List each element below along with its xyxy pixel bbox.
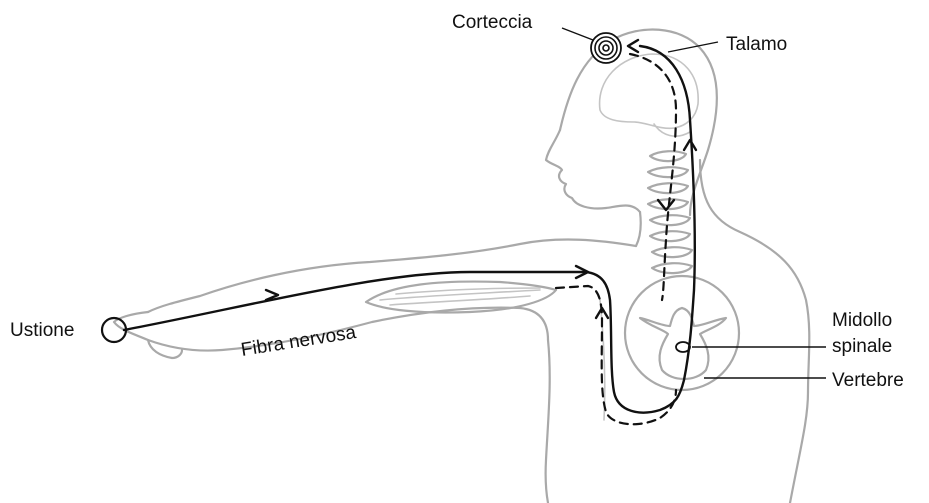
- vertebra-5: [650, 215, 690, 225]
- magnifier-circle: [625, 276, 739, 390]
- spinal-cord-label-line2: spinale: [832, 336, 892, 357]
- spinal-column: [648, 151, 692, 273]
- thalamus-leader: [668, 42, 718, 52]
- vertebra-8: [652, 263, 692, 273]
- spinal-cord-magnifier: [625, 276, 739, 390]
- cortex-leader: [562, 28, 593, 40]
- arm-muscle-striations: [380, 288, 540, 305]
- arrow-cortex: [628, 40, 638, 52]
- ascending-pathway: [124, 40, 696, 413]
- human-figure-outline: [114, 30, 809, 503]
- thalamus-label: Talamo: [726, 34, 787, 55]
- arrow-neck: [684, 140, 696, 150]
- torso-left: [546, 340, 550, 503]
- torso-right: [790, 392, 808, 503]
- cortex-label: Corteccia: [452, 12, 533, 33]
- neck-front: [636, 212, 641, 246]
- face-profile: [546, 130, 640, 212]
- vertebra-3: [648, 183, 688, 193]
- burn-label: Ustione: [10, 320, 74, 341]
- vertebra-2: [648, 167, 688, 177]
- cerebellum-outline: [654, 124, 690, 136]
- cortex-target-icon: [591, 33, 621, 63]
- nerve-fiber-label: Fibra nervosa: [239, 322, 357, 361]
- spinal-cord-label-line1: Midollo: [832, 310, 892, 331]
- vertebrae-label: Vertebre: [832, 370, 904, 391]
- brain-outline: [600, 54, 699, 128]
- arm-top-edge: [148, 240, 636, 312]
- vertebra-6: [650, 231, 690, 241]
- ascending-pathway-line: [124, 46, 695, 413]
- vertebra-1: [650, 151, 686, 161]
- vertebra-7: [652, 247, 692, 257]
- arm-muscle: [366, 282, 556, 313]
